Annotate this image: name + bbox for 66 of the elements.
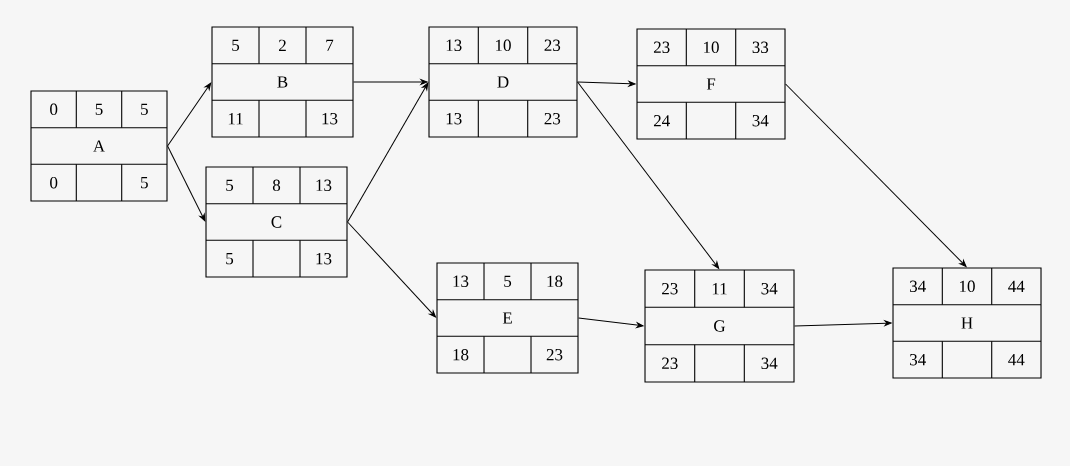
time-value: 13 — [446, 113, 462, 125]
time-value: 13 — [322, 113, 338, 125]
time-value: 13 — [446, 39, 462, 51]
time-value: 7 — [326, 39, 334, 51]
time-value: 23 — [544, 113, 561, 125]
time-value: 0 — [50, 176, 58, 189]
time-value: 23 — [662, 357, 678, 369]
time-value: 44 — [1008, 280, 1025, 292]
time-value: 5 — [95, 103, 103, 115]
arrow — [167, 145, 206, 222]
time-value: 0 — [50, 103, 58, 116]
activity-box — [644, 269, 795, 383]
arrow — [785, 83, 967, 267]
time-value: 10 — [704, 41, 719, 54]
time-value: 23 — [662, 283, 678, 295]
time-value: 44 — [1008, 354, 1025, 366]
activity-name: E — [502, 312, 512, 324]
arrow — [794, 320, 892, 327]
time-value: 5 — [226, 179, 234, 191]
time-value: 34 — [761, 283, 778, 295]
time-value: 13 — [316, 179, 332, 191]
time-value: 23 — [546, 349, 563, 361]
activity-box — [892, 267, 1042, 379]
time-value: 34 — [910, 280, 926, 292]
activity-box — [636, 28, 786, 140]
time-value: 13 — [316, 253, 332, 265]
time-value: 23 — [544, 39, 561, 51]
time-value: 13 — [453, 275, 469, 287]
time-value: 18 — [453, 348, 469, 361]
activity-name: H — [961, 317, 973, 329]
activity-name: B — [277, 76, 288, 88]
activity-name: A — [93, 140, 105, 152]
arrow — [577, 81, 720, 269]
activity-box — [428, 26, 578, 138]
time-value: 2 — [279, 39, 286, 51]
activity-box — [436, 262, 579, 374]
activity-box — [205, 166, 348, 278]
arrow — [577, 80, 636, 87]
activity-name: C — [271, 216, 282, 228]
activity-name: D — [497, 76, 509, 88]
time-value: 8 — [272, 179, 281, 192]
time-value: 34 — [761, 357, 778, 369]
time-value: 10 — [960, 280, 975, 293]
activity-name: F — [706, 78, 716, 90]
arrow — [347, 82, 429, 223]
time-value: 23 — [653, 41, 670, 53]
activity-box — [30, 90, 168, 202]
time-value: 5 — [141, 103, 148, 115]
time-value: 18 — [547, 275, 563, 288]
time-value: 11 — [228, 113, 243, 125]
time-value: 33 — [752, 41, 769, 53]
activity-box — [211, 26, 354, 138]
time-value: 5 — [504, 275, 512, 287]
time-value: 5 — [141, 177, 148, 189]
time-value: 5 — [232, 39, 240, 51]
time-value: 10 — [496, 39, 511, 52]
time-value: 5 — [226, 253, 234, 265]
activity-name: G — [714, 320, 726, 332]
arrow — [578, 317, 644, 328]
time-value: 11 — [712, 283, 727, 295]
arrow — [167, 82, 212, 147]
time-value: 34 — [752, 115, 769, 127]
time-value: 24 — [653, 115, 670, 127]
arrow — [347, 221, 436, 318]
time-value: 34 — [910, 354, 926, 366]
arrow — [353, 79, 428, 85]
